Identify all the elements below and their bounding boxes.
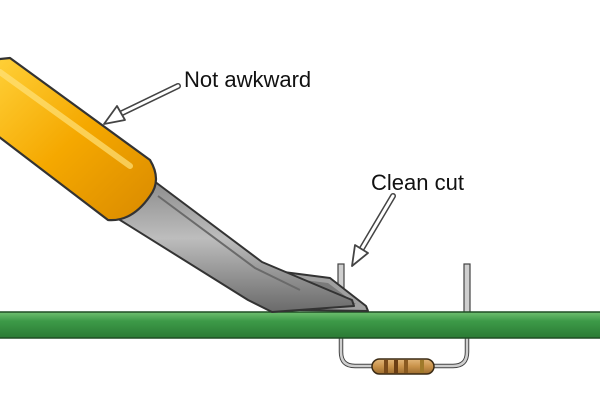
circuit-board (0, 311, 600, 339)
clean-cut-arrow-icon (351, 193, 396, 267)
resistor-icon (338, 315, 470, 375)
clean-cut-label: Clean cut (371, 170, 464, 195)
not-awkward-label: Not awkward (184, 67, 312, 92)
flush-cutter-icon (0, 56, 369, 313)
hollow-arrow-icon (103, 83, 181, 125)
